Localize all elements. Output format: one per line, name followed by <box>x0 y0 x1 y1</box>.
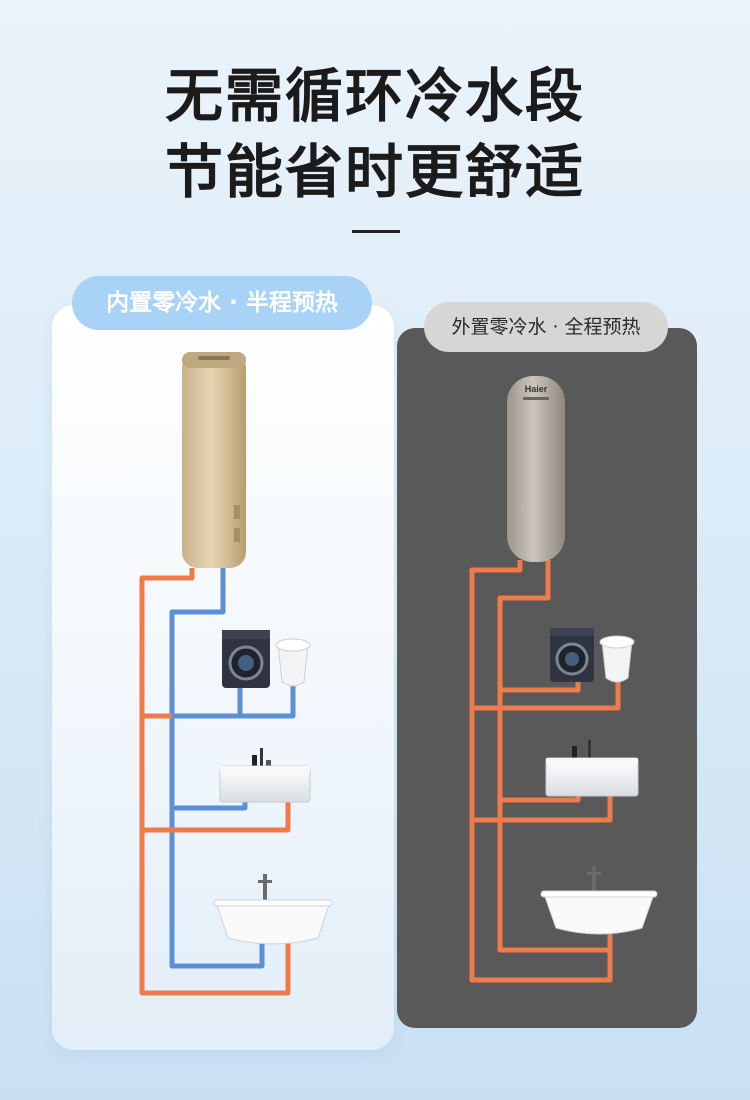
smart-toilet-icon <box>599 635 635 683</box>
title-divider <box>352 230 400 233</box>
washing-machine-icon <box>550 628 594 682</box>
bathroom-sink-icon <box>219 748 311 803</box>
right-hot-pipes <box>469 560 621 983</box>
bathtub-icon <box>213 874 333 945</box>
bathroom-sink-icon <box>545 740 639 797</box>
headline-line-1: 无需循环冷水段 <box>164 62 585 130</box>
headline-line-2: 节能省时更舒适 <box>164 138 585 206</box>
smart-toilet-icon <box>275 638 311 687</box>
brand-mark: Haier <box>525 384 548 394</box>
water-heater-icon: Haier <box>507 376 565 562</box>
water-heater-icon <box>182 352 246 568</box>
left-panel-label: 内置零冷水 · 半程预热 <box>72 276 372 330</box>
right-panel-label: 外置零冷水 · 全程预热 <box>424 302 668 352</box>
headline: 无需循环冷水段 节能省时更舒适 <box>0 58 750 210</box>
bathtub-icon <box>540 866 658 935</box>
washing-machine-icon <box>222 630 270 688</box>
left-cold-pipes <box>169 568 296 969</box>
left-hot-pipes <box>139 568 291 996</box>
